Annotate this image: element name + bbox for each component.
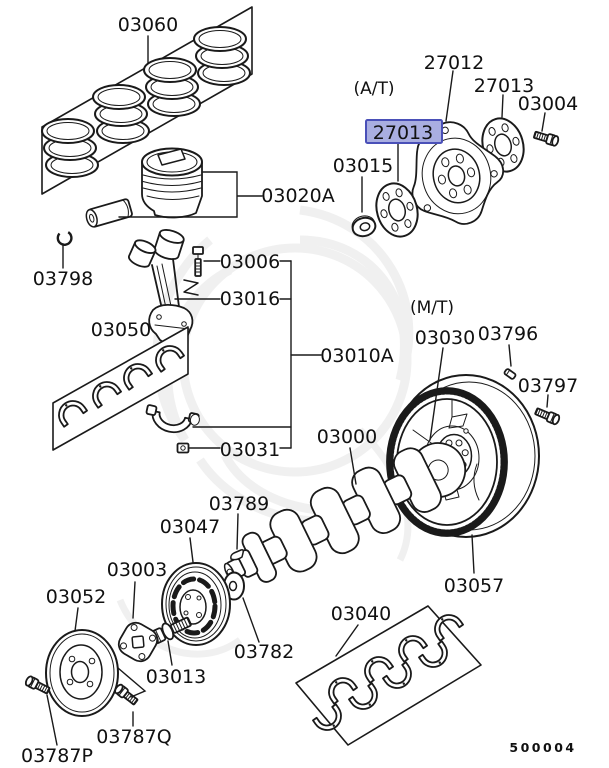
leader-lines xyxy=(46,35,549,746)
snap-ring-drawing xyxy=(56,231,73,246)
part-label-03789[interactable]: 03789 xyxy=(209,493,269,515)
part-label-03000[interactable]: 03000 xyxy=(317,426,377,448)
part-label-03052[interactable]: 03052 xyxy=(46,586,106,608)
part-label-03016[interactable]: 03016 xyxy=(220,288,280,310)
selected-part-highlight[interactable] xyxy=(365,119,443,144)
piston-rings-drawing xyxy=(42,6,253,195)
part-label-03796[interactable]: 03796 xyxy=(478,323,538,345)
part-label-03787Q[interactable]: 03787Q xyxy=(96,726,171,748)
part-label-03031[interactable]: 03031 xyxy=(220,439,280,461)
part-label-03030[interactable]: 03030 xyxy=(415,327,475,349)
part-labels: 03060 03020A (A/T) 27012 27013 03004 270… xyxy=(21,14,578,767)
key-drawing xyxy=(230,549,244,561)
main-bearings-drawing xyxy=(295,605,482,746)
at-flex-plate-drawing xyxy=(411,121,505,225)
flywheel-bolt-drawing xyxy=(533,405,562,427)
part-label-03004[interactable]: 03004 xyxy=(518,93,578,115)
accessory-pulley-drawing xyxy=(45,629,119,717)
part-label-03015[interactable]: 03015 xyxy=(333,155,393,177)
at-spacer-drawing xyxy=(351,215,377,238)
part-label-03787P[interactable]: 03787P xyxy=(21,745,93,767)
part-label-03013[interactable]: 03013 xyxy=(146,666,206,688)
piston-drawing xyxy=(141,147,203,219)
part-label-27013-selected[interactable]: 27013 xyxy=(373,122,433,144)
diagram-number: 500004 xyxy=(509,740,576,755)
part-label-03798[interactable]: 03798 xyxy=(33,268,93,290)
part-label-03060[interactable]: 03060 xyxy=(118,14,178,36)
part-label-03057[interactable]: 03057 xyxy=(444,575,504,597)
rod-bearings-drawing xyxy=(52,326,189,451)
part-label-03010A[interactable]: 03010A xyxy=(320,345,393,367)
at-bolt-drawing xyxy=(532,128,561,148)
pulley-hub-drawing xyxy=(117,621,159,663)
part-label-03047[interactable]: 03047 xyxy=(160,516,220,538)
rod-nut-drawing xyxy=(176,442,190,454)
bearing-cap-drawing xyxy=(145,404,200,434)
part-label-27012[interactable]: 27012 xyxy=(424,52,484,74)
part-label-03006[interactable]: 03006 xyxy=(220,251,280,273)
crankshaft-drawing xyxy=(223,442,467,583)
part-label-27013[interactable]: 27013 xyxy=(474,75,534,97)
at-section-label: (A/T) xyxy=(353,79,394,99)
part-label-03797[interactable]: 03797 xyxy=(518,375,578,397)
mt-section-label: (M/T) xyxy=(410,298,454,318)
part-label-03003[interactable]: 03003 xyxy=(107,559,167,581)
rod-bolt-drawing xyxy=(192,246,204,277)
piston-pin-drawing xyxy=(85,198,133,228)
dowel-pin-drawing xyxy=(503,368,517,380)
part-label-03040[interactable]: 03040 xyxy=(331,603,391,625)
part-label-03050[interactable]: 03050 xyxy=(91,319,151,341)
part-label-03020A[interactable]: 03020A xyxy=(261,185,334,207)
part-label-03782[interactable]: 03782 xyxy=(234,641,294,663)
